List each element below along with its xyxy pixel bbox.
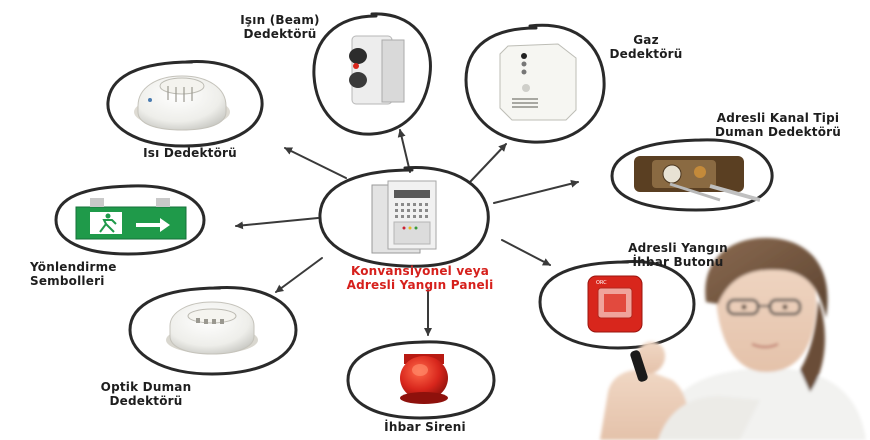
heat-detector-label: Isı Dedektörü <box>130 146 250 160</box>
callpoint-label: Adresli Yangın İhbar Butonu <box>620 241 736 269</box>
gas-detector-label-line1: Gaz <box>633 33 659 47</box>
optic-detector-label-line2: Dedektörü <box>109 394 183 408</box>
svg-text:ORC: ORC <box>596 280 607 286</box>
gas-detector-icon <box>499 43 577 121</box>
exit-sign-label: Yönlendirme Sembolleri <box>30 260 140 288</box>
beam-detector-icon <box>349 35 405 105</box>
optic-detector-label: Optik Duman Dedektörü <box>88 380 204 408</box>
circle-heat <box>106 60 264 148</box>
center-panel-label-line2: Adresli Yangın Paneli <box>346 278 494 292</box>
connector-arrows <box>235 129 579 336</box>
device-circles <box>54 12 774 420</box>
siren-icon <box>400 354 448 404</box>
gas-detector-label: Gaz Dedektörü <box>598 33 694 61</box>
circle-optic <box>128 286 298 376</box>
beam-detector-label: Işın (Beam) Dedektörü <box>232 13 328 41</box>
circle-center <box>318 166 490 268</box>
heat-detector-label-line1: Isı Dedektörü <box>143 146 237 160</box>
optic-detector-label-line1: Optik Duman <box>100 380 192 394</box>
center-panel-label: Konvansiyonel veya Adresli Yangın Paneli <box>330 264 510 292</box>
arrow-to-beam <box>397 129 411 173</box>
circle-exit <box>54 184 206 256</box>
fire-panel-icon <box>371 180 437 254</box>
duct-smoke-detector-icon <box>634 156 761 202</box>
exit-sign-label-line2: Sembolleri <box>30 274 105 288</box>
circle-duct <box>610 138 774 212</box>
circle-gas <box>464 23 606 144</box>
siren-label: İhbar Sireni <box>370 420 480 434</box>
siren-label-line1: İhbar Sireni <box>384 420 466 434</box>
arrow-to-callpoint <box>501 239 551 266</box>
exit-sign-icon <box>75 198 187 240</box>
arrow-to-duct <box>493 179 579 204</box>
beam-detector-label-line2: Dedektörü <box>243 27 317 41</box>
callpoint-label-line1: Adresli Yangın <box>628 241 728 255</box>
circle-siren <box>346 340 496 420</box>
duct-detector-label-line2: Duman Dedektörü <box>714 125 842 139</box>
exit-sign-label-line1: Yönlendirme <box>30 260 117 274</box>
arrow-to-heat <box>284 147 347 179</box>
arrow-to-gas <box>469 143 507 183</box>
optical-smoke-detector-icon <box>166 301 258 355</box>
beam-detector-label-line1: Işın (Beam) <box>240 13 320 27</box>
gas-detector-label-line2: Dedektörü <box>609 47 683 61</box>
duct-detector-label: Adresli Kanal Tipi Duman Dedektörü <box>698 111 858 139</box>
duct-detector-label-line1: Adresli Kanal Tipi <box>716 111 840 125</box>
call-point-icon: ORC <box>587 275 643 333</box>
arrow-to-optic <box>275 257 323 293</box>
center-panel-label-line1: Konvansiyonel veya <box>350 264 490 278</box>
circle-callpoint <box>538 260 696 350</box>
heat-detector-icon <box>134 75 230 131</box>
circle-beam <box>312 12 432 136</box>
presenter-illustration <box>600 237 866 440</box>
arrow-to-exit <box>235 217 319 230</box>
callpoint-label-line2: İhbar Butonu <box>632 255 724 269</box>
